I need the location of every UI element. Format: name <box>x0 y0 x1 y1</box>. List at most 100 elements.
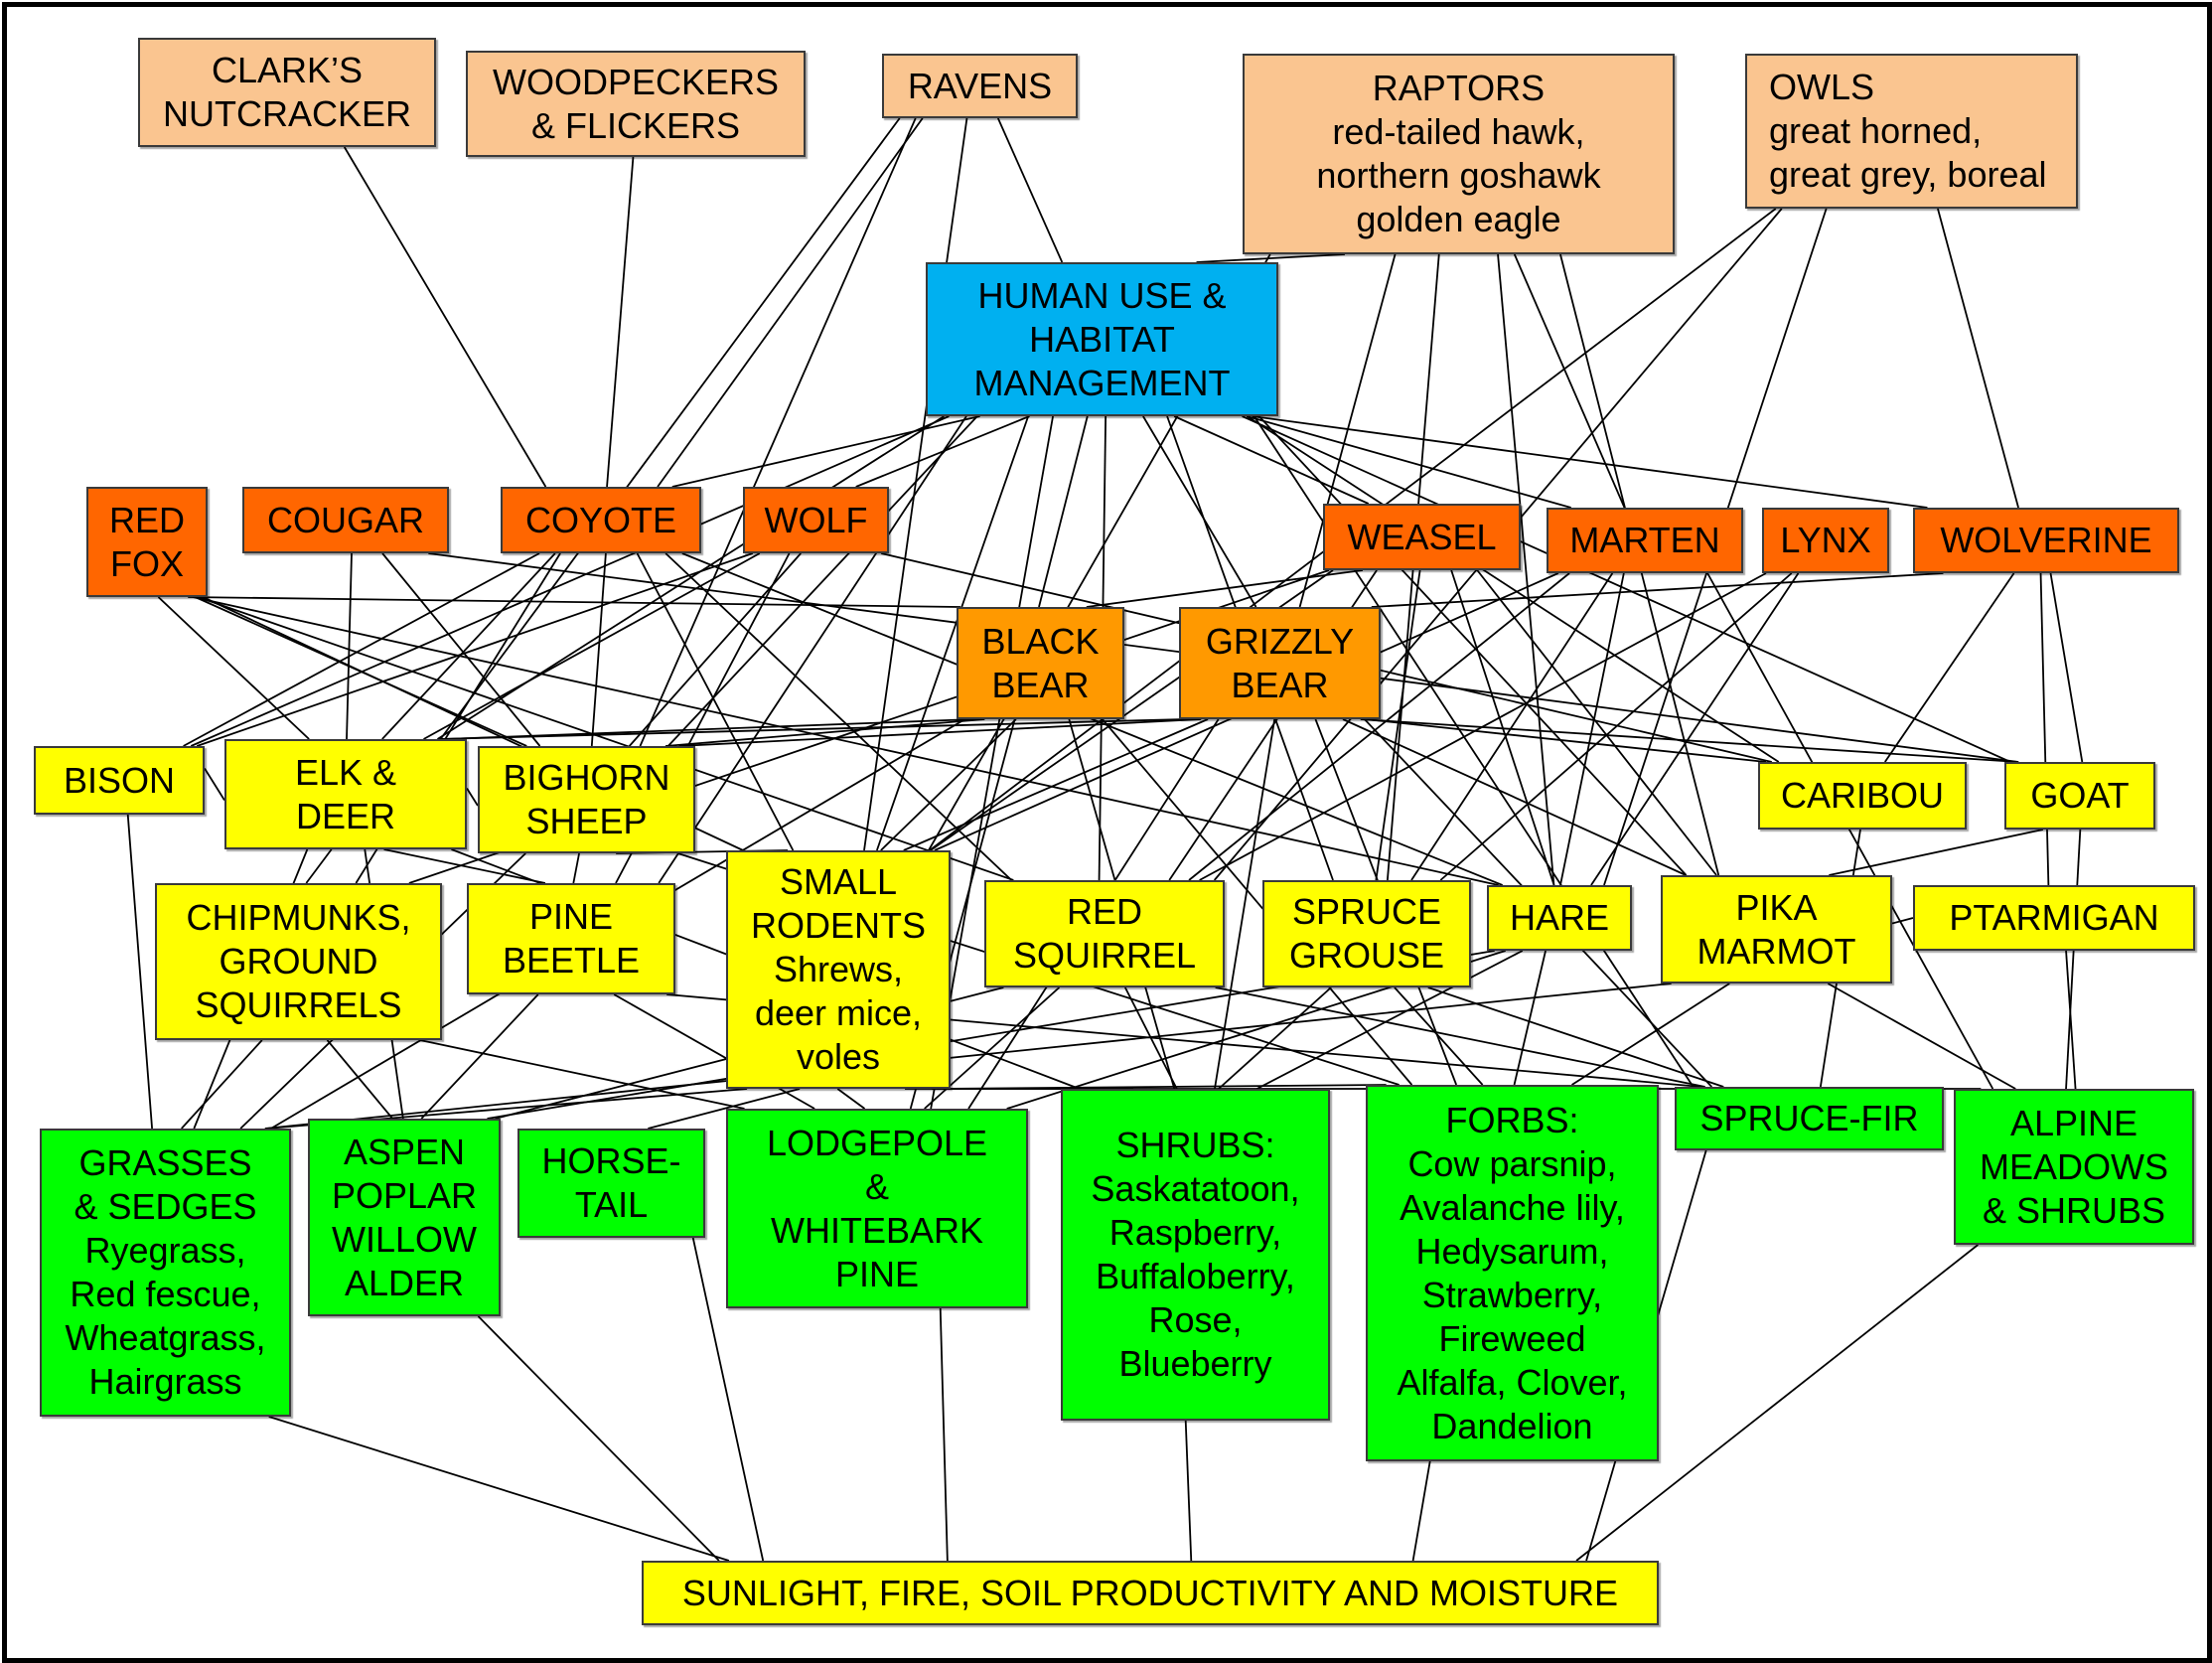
node-clarks-nutcracker: CLARK’S NUTCRACKER <box>138 38 436 147</box>
node-label: OWLS great horned, great grey, boreal <box>1769 67 2047 195</box>
node-label: WOLVERINE <box>1940 520 2152 560</box>
edge-pinebeetle-lodgepole <box>613 993 815 1110</box>
node-shrubs: SHRUBS: Saskatatoon, Raspberry, Buffalob… <box>1061 1089 1330 1421</box>
edge-coyote-bighorn <box>590 552 607 747</box>
edge-owls-wolverine <box>1937 208 2019 509</box>
edge-human-pika <box>1257 415 1688 876</box>
node-label: ELK & DEER <box>294 751 397 836</box>
edge-raptors-hare <box>1497 253 1555 886</box>
edge-pinebeetle-aspen <box>420 993 539 1120</box>
edge-human-weasel <box>1173 415 1370 505</box>
node-marten: MARTEN <box>1547 508 1743 573</box>
edge-smallrodents-lodgepole <box>836 1088 866 1110</box>
edge-pika-forbs <box>1571 983 1730 1086</box>
edge-grizzly-pika <box>1342 718 1687 876</box>
node-label: WOLF <box>764 499 868 540</box>
node-owls: OWLS great horned, great grey, boreal <box>1745 54 2078 209</box>
node-sunlight-fire-soil-moisture: SUNLIGHT, FIRE, SOIL PRODUCTIVITY AND MO… <box>642 1561 1659 1625</box>
edge-lynx-sprucegrouse <box>1439 572 1793 881</box>
node-forbs: FORBS: Cow parsnip, Avalanche lily, Hedy… <box>1366 1085 1659 1461</box>
node-label: GOAT <box>2030 775 2130 816</box>
edge-human-bison <box>190 415 950 747</box>
node-label: LODGEPOLE & WHITEBARK PINE <box>766 1122 988 1294</box>
node-label: MARTEN <box>1569 520 1720 560</box>
edge-shrubs-sunlight <box>1184 1420 1193 1562</box>
node-label: LYNX <box>1780 520 1871 560</box>
edge-ravens-coyote <box>657 117 924 488</box>
edge-bison-elk <box>204 768 225 801</box>
node-label: PINE BEETLE <box>502 896 641 981</box>
node-label: HORSE- TAIL <box>541 1140 681 1225</box>
edge-sprucegrouse-sprucefir <box>1427 986 1724 1088</box>
node-human-use-habitat-management: HUMAN USE & HABITAT MANAGEMENT <box>926 262 1278 416</box>
edge-grizzly-bighorn <box>678 718 1202 747</box>
node-label: SPRUCE-FIR <box>1699 1098 1919 1138</box>
edge-coyote-elk <box>381 552 556 740</box>
edge-ptarmigan-alpine <box>2065 950 2077 1090</box>
edge-elk-chipmunks <box>305 848 333 884</box>
node-label: GRASSES & SEDGES Ryegrass, Red fescue, W… <box>65 1142 266 1402</box>
edge-bison-grasses <box>126 814 153 1130</box>
edge-grasses-sunlight <box>268 1416 730 1562</box>
edge-cougar-bighorn <box>381 552 541 747</box>
node-horsetail: HORSE- TAIL <box>517 1129 705 1238</box>
node-pine-beetle: PINE BEETLE <box>467 883 675 994</box>
edge-horsetail-sunlight <box>691 1237 765 1562</box>
node-label: BLACK BEAR <box>981 620 1100 705</box>
node-lynx: LYNX <box>1762 508 1889 573</box>
node-bison: BISON <box>34 746 205 815</box>
edge-pika-alpine <box>1827 983 2016 1090</box>
edge-wolverine-grizzly <box>1371 572 1944 608</box>
edge-coyote-bison <box>183 552 540 747</box>
edge-wolf-elk <box>423 552 761 740</box>
edge-wolverine-goat <box>2049 572 2084 763</box>
edge-blackbear-bighorn <box>664 718 985 747</box>
node-small-rodents: SMALL RODENTS Shrews, deer mice, voles <box>726 850 951 1089</box>
edge-elk-pinebeetle <box>383 848 546 884</box>
node-label: BIGHORN SHEEP <box>503 757 670 841</box>
edge-chipmunks-lodgepole <box>419 1039 745 1110</box>
edge-blackbear-smallrodents <box>880 718 1017 851</box>
edge-grizzly-goat <box>1360 718 2019 763</box>
node-spruce-fir: SPRUCE-FIR <box>1675 1087 1944 1150</box>
edge-cougar-elk <box>346 552 353 740</box>
node-woodpeckers-flickers: WOODPECKERS & FLICKERS <box>466 51 806 157</box>
node-label: ASPEN POPLAR WILLOW ALDER <box>331 1131 478 1303</box>
edge-lodgepole-sunlight <box>939 1307 949 1562</box>
edge-marten-redsquirrel <box>1188 572 1570 881</box>
edge-raptors-human <box>1196 253 1346 263</box>
edge-human-grizzly <box>1142 415 1257 608</box>
edge-human-lodgepole <box>930 415 1054 1110</box>
edge-grizzly-elk <box>437 718 1186 740</box>
node-label: PTARMIGAN <box>1949 897 2159 938</box>
edge-elk-bighorn <box>466 788 479 807</box>
node-label: HARE <box>1509 897 1610 938</box>
edge-chipmunks-aspen <box>326 1039 393 1120</box>
node-label: WEASEL <box>1347 516 1497 557</box>
edge-human-goat <box>1242 415 2011 763</box>
edge-weasel-sprucegrouse <box>1375 569 1421 881</box>
node-wolf: WOLF <box>743 487 889 553</box>
edge-wolverine-ptarmigan <box>2039 572 2050 886</box>
node-label: CHIPMUNKS, GROUND SQUIRRELS <box>186 897 411 1025</box>
node-label: HUMAN USE & HABITAT MANAGEMENT <box>973 274 1231 403</box>
node-chipmunks-ground-squirrels: CHIPMUNKS, GROUND SQUIRRELS <box>155 883 442 1040</box>
edge-hare-forbs <box>1513 950 1547 1086</box>
edge-goat-alpine <box>2065 829 2082 1090</box>
edge-alpine-sunlight <box>1575 1244 1979 1562</box>
node-label: RAVENS <box>907 65 1053 106</box>
edge-hare-shrubs <box>1256 950 1524 1090</box>
node-coyote: COYOTE <box>501 487 701 553</box>
edge-woodpeckers-coyote <box>606 156 635 488</box>
node-grasses-sedges: GRASSES & SEDGES Ryegrass, Red fescue, W… <box>40 1129 291 1417</box>
edge-smallrodents-horsetail <box>648 1088 801 1130</box>
node-pika-marmot: PIKA MARMOT <box>1661 875 1892 983</box>
node-bighorn-sheep: BIGHORN SHEEP <box>478 746 695 853</box>
edge-human-coyote <box>671 415 980 488</box>
edge-human-caribou <box>1247 415 1780 763</box>
node-elk-deer: ELK & DEER <box>224 739 467 849</box>
edge-human-blackbear <box>1038 415 1089 608</box>
node-label: SPRUCE GROUSE <box>1288 891 1445 976</box>
node-weasel: WEASEL <box>1323 504 1521 570</box>
node-caribou: CARIBOU <box>1758 762 1967 830</box>
